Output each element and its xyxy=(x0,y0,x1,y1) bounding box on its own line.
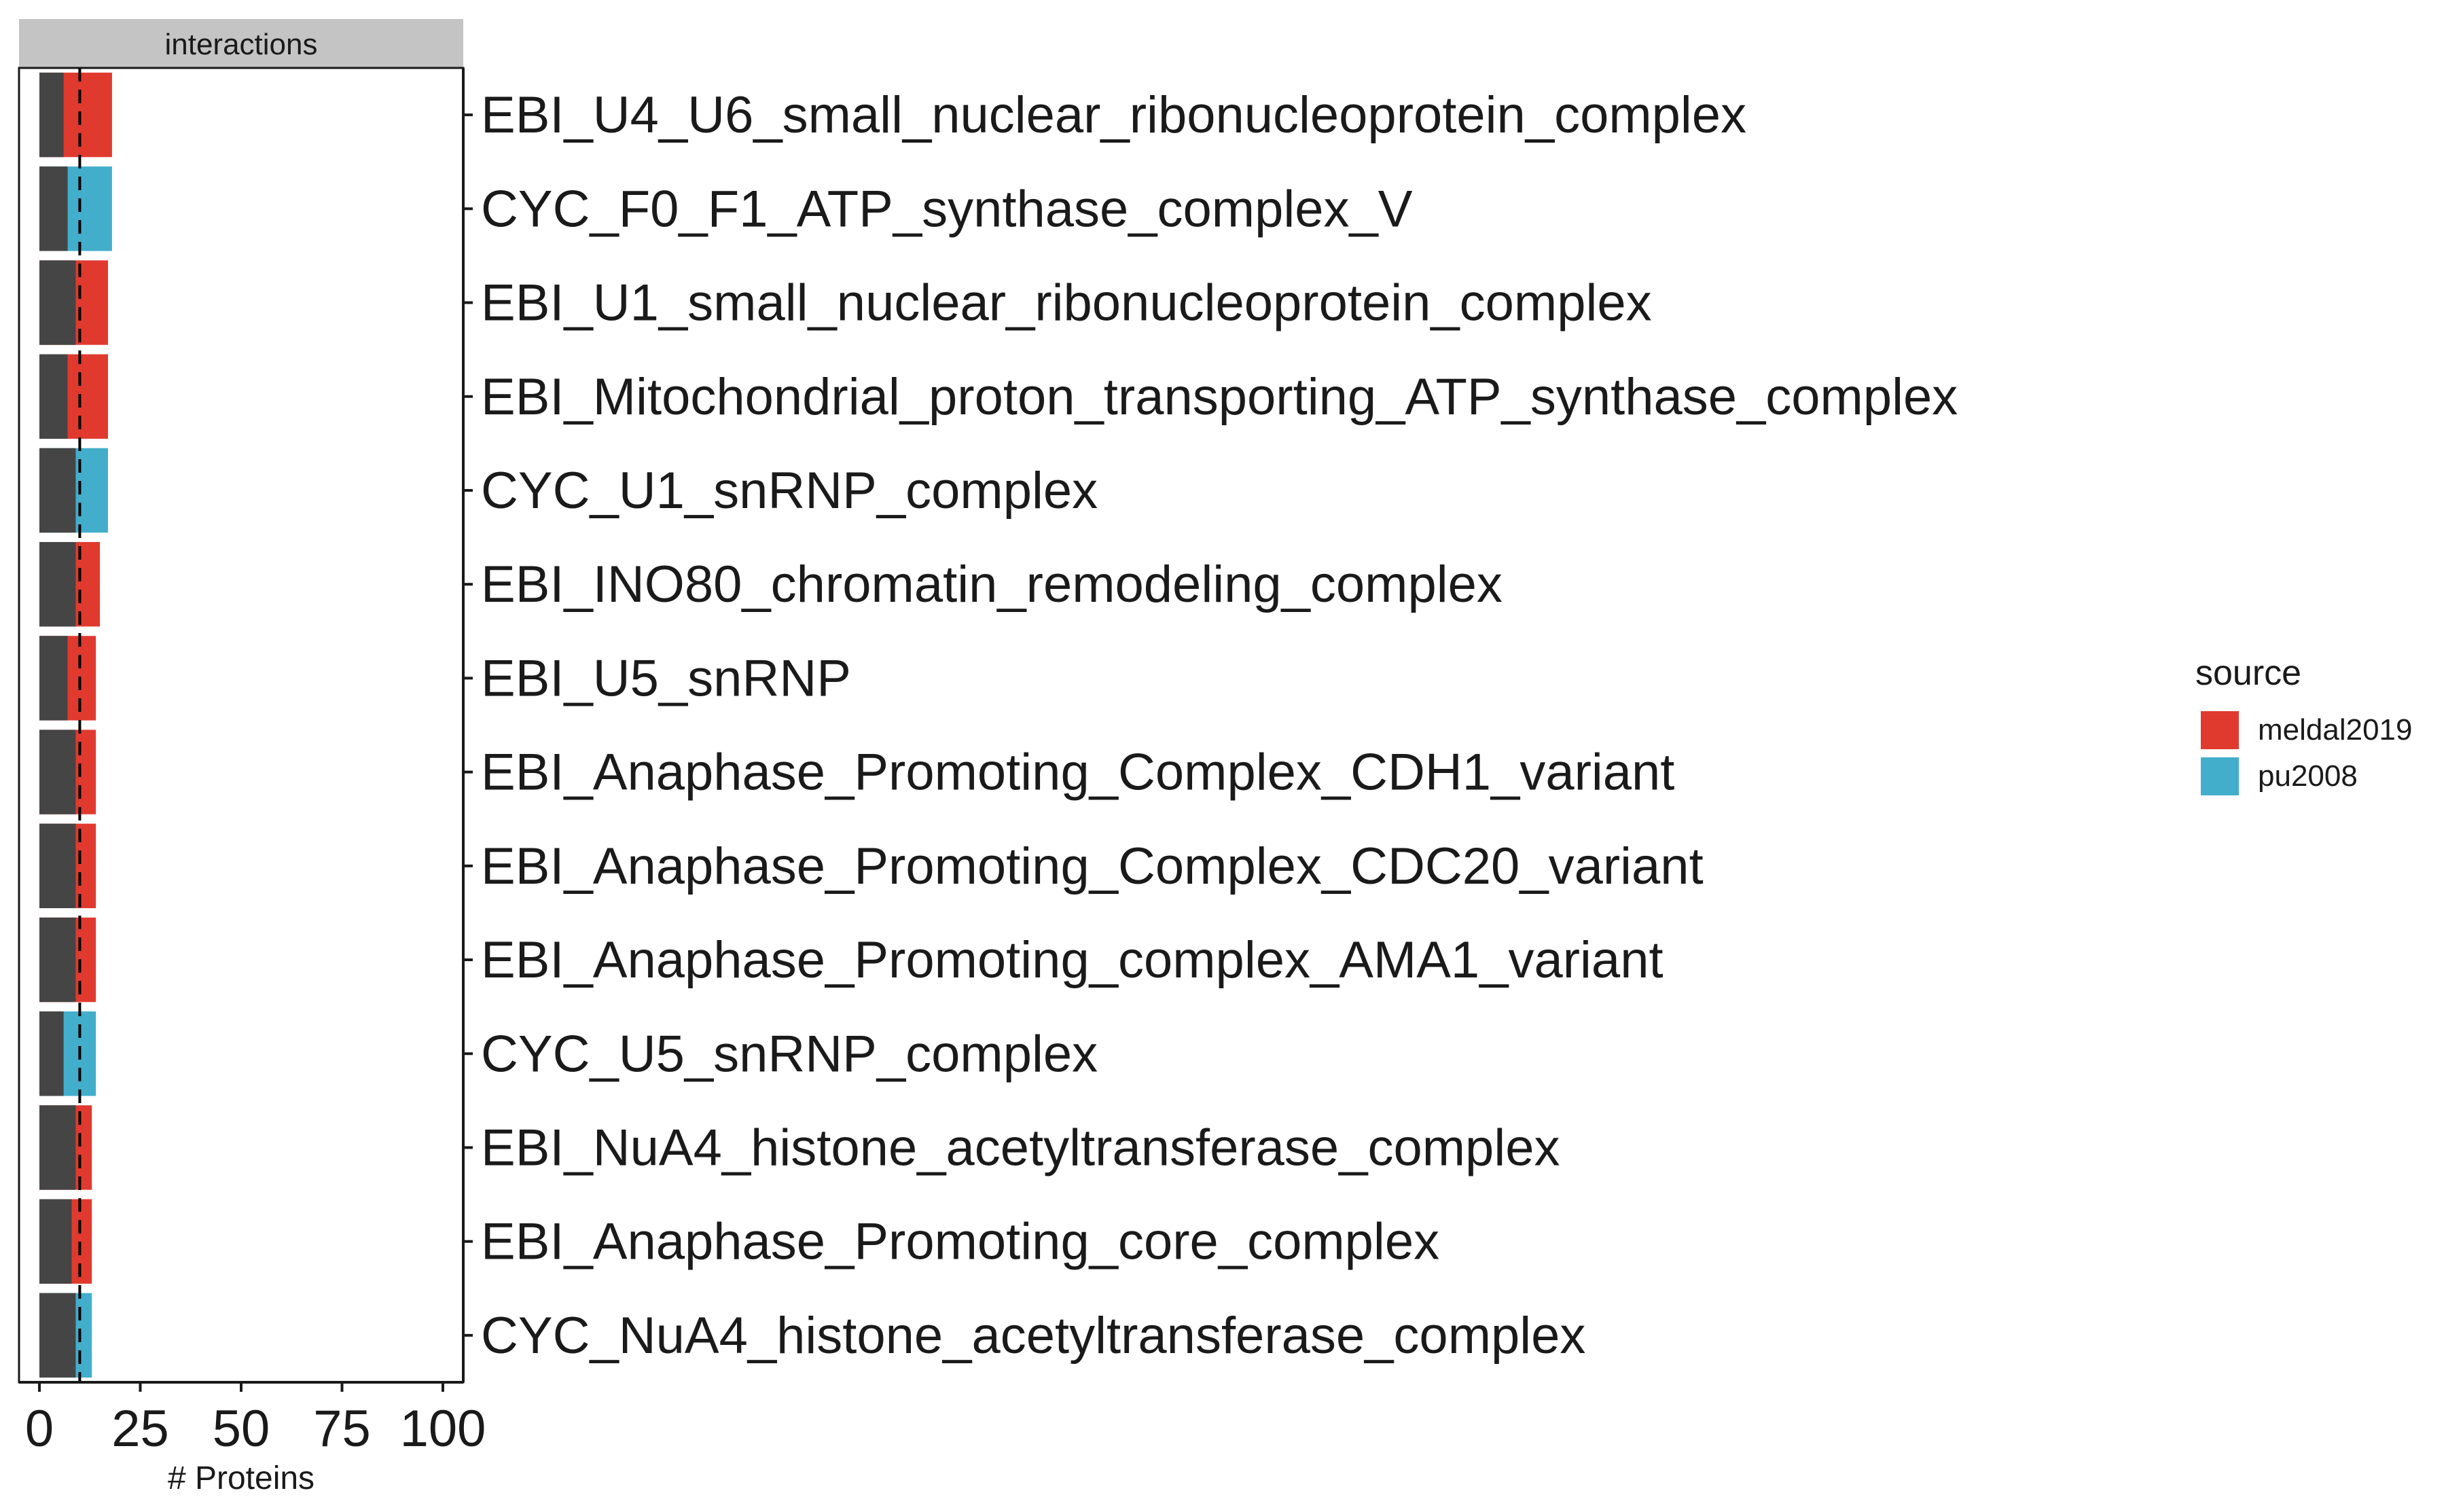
y-tick-label: EBI_Anaphase_Promoting_Complex_CDC20_var… xyxy=(481,838,1704,895)
y-tick-label: EBI_U4_U6_small_nuclear_ribonucleoprotei… xyxy=(481,86,1746,144)
facet-strip xyxy=(19,19,463,68)
bar-covered xyxy=(39,1105,76,1190)
legend-title: source xyxy=(2195,653,2301,693)
y-tick-label: EBI_U5_snRNP xyxy=(481,649,851,707)
bar-covered xyxy=(39,1199,72,1284)
bar-covered xyxy=(39,1293,76,1378)
legend: meldal2019 pu2008 xyxy=(2201,711,2413,795)
x-tick-label: 25 xyxy=(111,1400,169,1458)
y-tick-label: EBI_INO80_chromatin_remodeling_complex xyxy=(481,556,1503,613)
x-tick-label: 50 xyxy=(213,1400,270,1458)
y-tick-label: CYC_U1_snRNP_complex xyxy=(481,462,1098,520)
y-tick-label: EBI_Anaphase_Promoting_core_complex xyxy=(481,1213,1439,1271)
bar-covered xyxy=(39,823,76,909)
bar-covered xyxy=(39,1011,64,1096)
bar-covered xyxy=(39,166,68,251)
bar-covered xyxy=(39,730,76,814)
legend-label-pu2008: pu2008 xyxy=(2258,759,2358,793)
x-tick-label: 0 xyxy=(25,1400,54,1458)
bar-covered xyxy=(39,636,68,721)
bar-covered xyxy=(39,72,64,158)
x-tick-label: 75 xyxy=(313,1400,371,1458)
x-axis-title: # Proteins xyxy=(168,1460,314,1496)
legend-key-pu2008 xyxy=(2201,757,2239,795)
bar-covered xyxy=(39,448,76,533)
y-tick-label: EBI_Anaphase_Promoting_Complex_CDH1_vari… xyxy=(481,744,1674,802)
y-tick-label: CYC_U5_snRNP_complex xyxy=(481,1025,1098,1083)
y-tick-label: EBI_Mitochondrial_proton_transporting_AT… xyxy=(481,368,1958,426)
y-tick-label: CYC_F0_F1_ATP_synthase_complex_V xyxy=(481,180,1413,238)
legend-key-meldal2019 xyxy=(2201,711,2239,749)
facet-title: interactions xyxy=(164,28,317,61)
y-tick-label: EBI_U1_small_nuclear_ribonucleoprotein_c… xyxy=(481,274,1652,332)
legend-label-meldal2019: meldal2019 xyxy=(2258,713,2413,746)
bars-group xyxy=(39,72,112,1378)
y-tick-label: EBI_Anaphase_Promoting_complex_AMA1_vari… xyxy=(481,931,1663,989)
x-ticks-group: 0 25 50 75 100 xyxy=(25,1382,486,1458)
bar-covered xyxy=(39,541,76,627)
x-tick-label: 100 xyxy=(400,1400,486,1458)
bar-covered xyxy=(39,917,76,1003)
bar-covered xyxy=(39,354,68,439)
y-ticks-group: EBI_U4_U6_small_nuclear_ribonucleoprotei… xyxy=(463,86,1958,1365)
y-tick-label: EBI_NuA4_histone_acetyltransferase_compl… xyxy=(481,1119,1560,1176)
y-tick-label: CYC_NuA4_histone_acetyltransferase_compl… xyxy=(481,1307,1585,1365)
bar-covered xyxy=(39,260,76,345)
